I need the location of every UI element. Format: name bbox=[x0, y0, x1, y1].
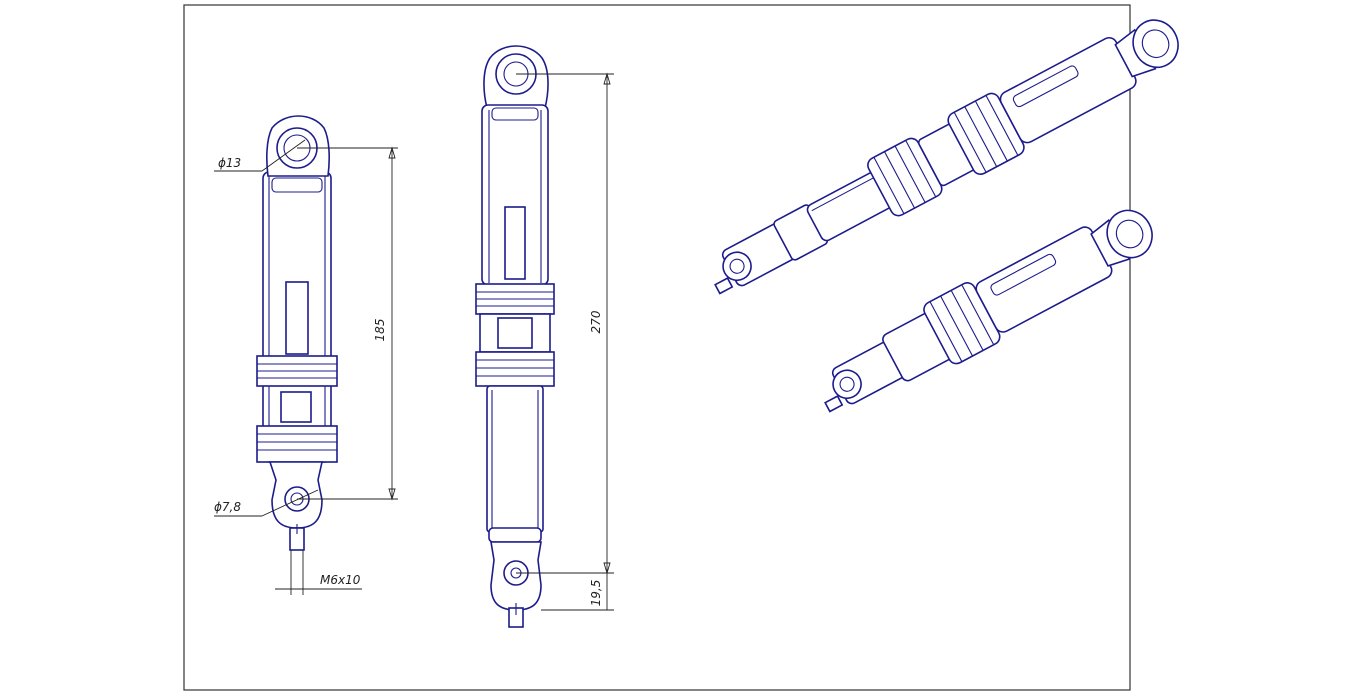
dim-bottom-offset: 19,5 bbox=[589, 580, 603, 607]
dimensions-view-1: 185 ϕ13 ϕ7,8 M6x10 bbox=[214, 139, 398, 595]
dim-hole-bottom: ϕ7,8 bbox=[214, 500, 241, 514]
view-compressed bbox=[256, 115, 338, 551]
dim-length-long: 270 bbox=[589, 310, 603, 333]
isometric-view-upper bbox=[714, 19, 1179, 295]
view-extended bbox=[475, 45, 555, 628]
drawing-frame bbox=[183, 4, 1131, 691]
dim-thread: M6x10 bbox=[320, 573, 361, 587]
dim-hole-top: ϕ13 bbox=[218, 156, 241, 170]
dim-length-short: 185 bbox=[373, 319, 387, 342]
isometric-view-lower bbox=[824, 209, 1153, 413]
dimensions-view-2: 270 19,5 bbox=[516, 72, 614, 611]
